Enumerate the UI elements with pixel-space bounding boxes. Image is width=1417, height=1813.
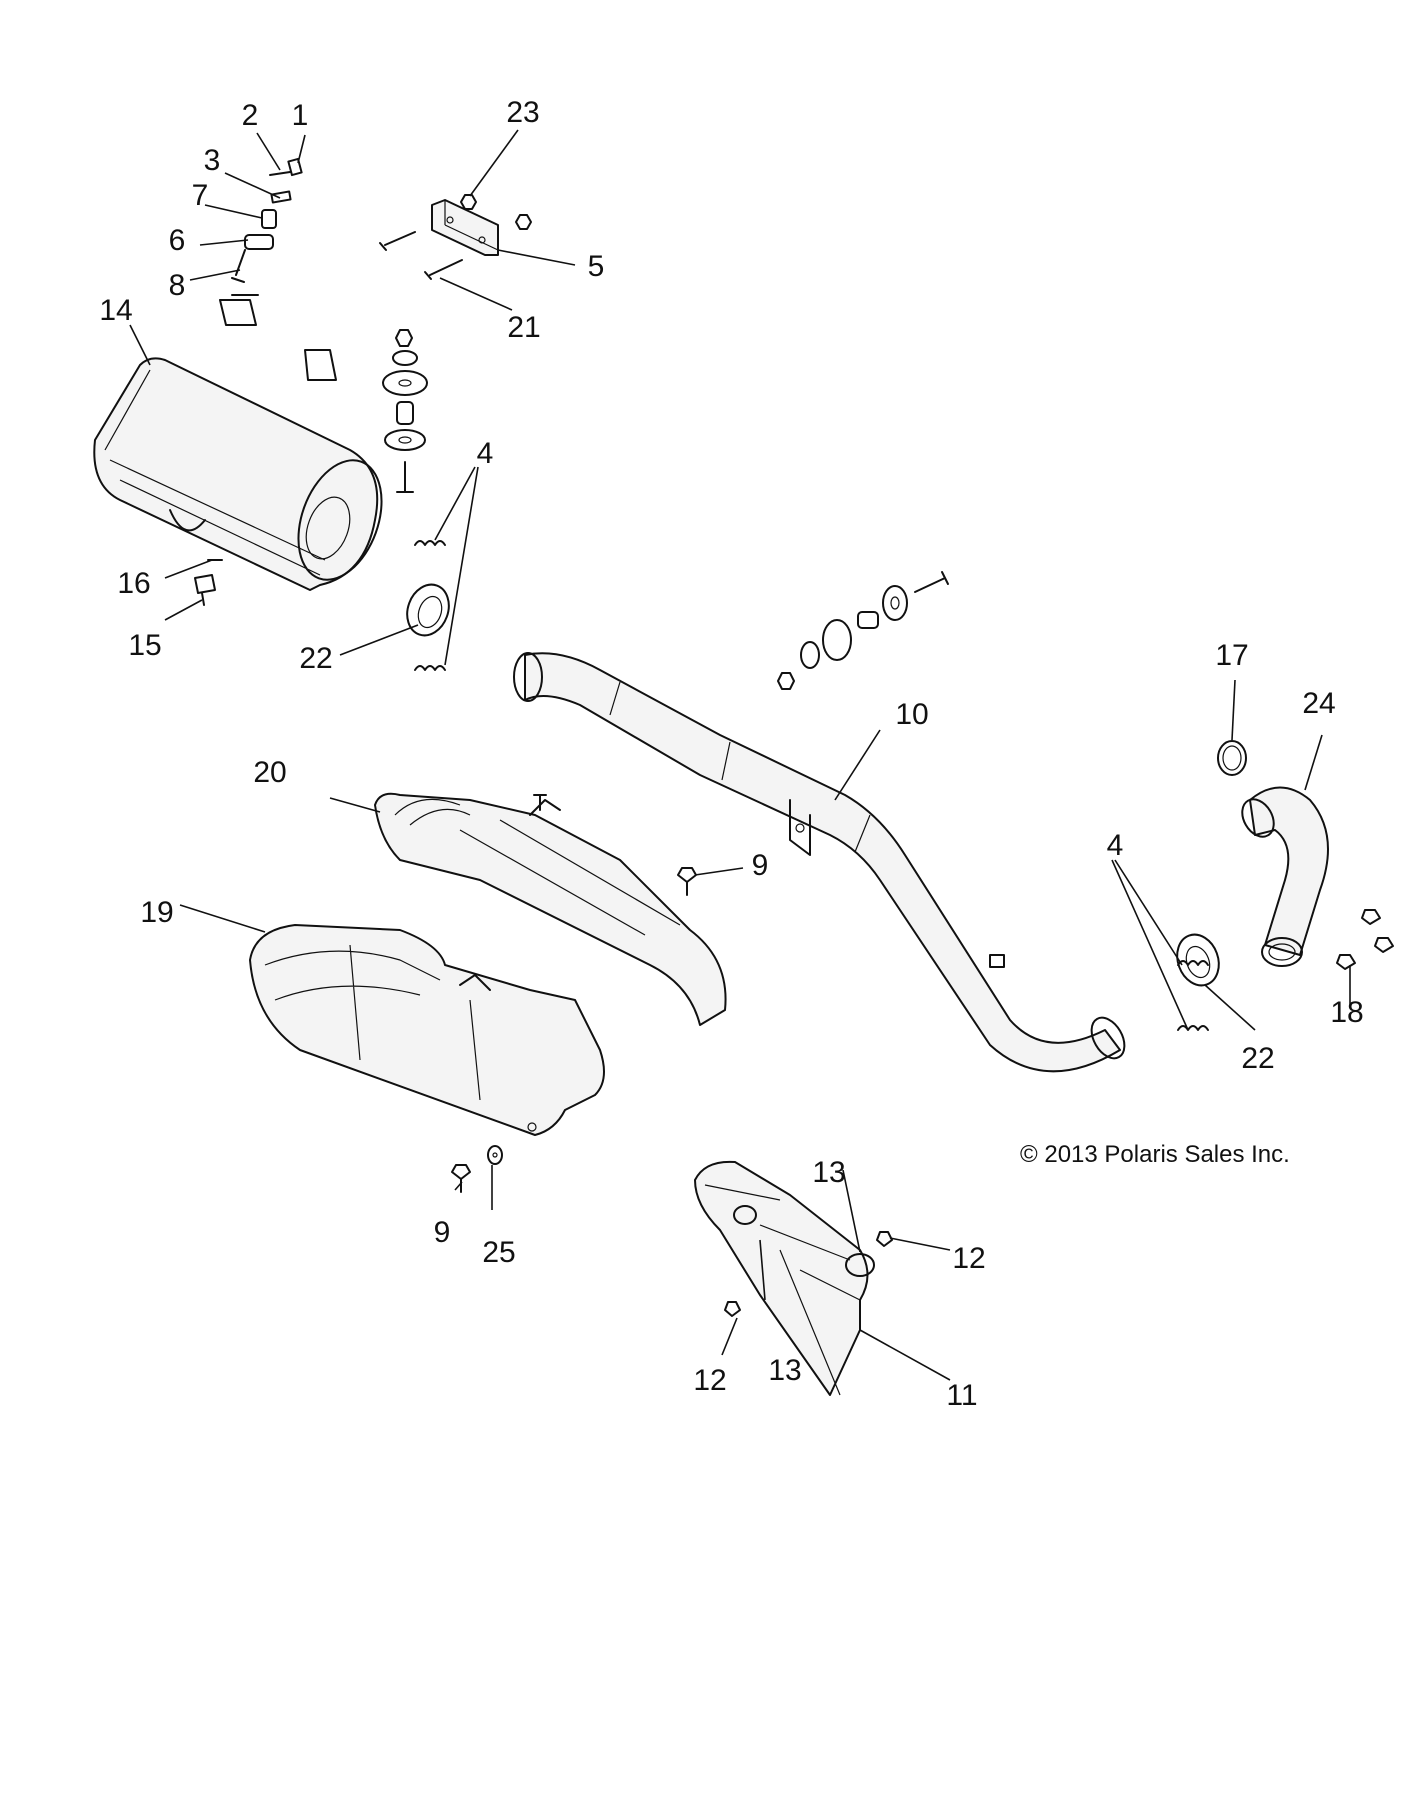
mount-stack-right [777, 571, 949, 690]
gasket-parts [406, 583, 1247, 987]
callout-13a: 13 [812, 1156, 845, 1189]
callout-15: 15 [128, 629, 161, 662]
callout-23: 23 [506, 96, 539, 129]
heat-shield-11 [694, 1160, 869, 1396]
callout-12a: 12 [952, 1242, 985, 1275]
muffler-part [93, 294, 383, 591]
callout-9b: 9 [434, 1216, 451, 1249]
leader-lines [129, 129, 1351, 1381]
head-pipe-part [513, 652, 1126, 1073]
callout-4b: 4 [1107, 829, 1124, 862]
callout-2: 2 [242, 99, 259, 132]
heat-shield-upper [374, 792, 727, 1026]
callout-12b: 12 [693, 1364, 726, 1397]
callout-24: 24 [1302, 687, 1335, 720]
small-fasteners [194, 559, 893, 1317]
callout-11: 11 [946, 1379, 977, 1412]
bracket-part [379, 194, 532, 280]
callout-21: 21 [507, 311, 540, 344]
callout-16: 16 [117, 567, 150, 600]
mount-stack-left [382, 329, 428, 493]
spring-parts [414, 540, 1209, 1031]
bolt-parts-18 [1336, 909, 1394, 970]
callout-22b: 22 [1241, 1042, 1274, 1075]
callout-10: 10 [895, 698, 928, 731]
copyright-text: © 2013 Polaris Sales Inc. [1020, 1141, 1290, 1168]
callout-labels: 1 2 3 7 6 8 23 5 21 14 4 16 15 22 20 19 … [99, 96, 1363, 1412]
callout-7: 7 [192, 179, 209, 212]
callout-6: 6 [169, 224, 186, 257]
callout-17: 17 [1215, 639, 1248, 672]
elbow-pipe-part [1241, 786, 1329, 967]
callout-8: 8 [169, 269, 186, 302]
callout-18: 18 [1330, 996, 1363, 1029]
top-left-hardware [231, 157, 303, 283]
callout-4a: 4 [477, 437, 494, 470]
callout-22a: 22 [299, 642, 332, 675]
callout-20: 20 [253, 756, 286, 789]
heat-shield-lower [249, 924, 605, 1136]
callout-25: 25 [482, 1236, 515, 1269]
callout-5: 5 [588, 250, 605, 283]
callout-13b: 13 [768, 1354, 801, 1387]
callout-14: 14 [99, 294, 132, 327]
callout-19: 19 [140, 896, 173, 929]
callout-9a: 9 [752, 849, 769, 882]
callout-3: 3 [204, 144, 221, 177]
callout-1: 1 [292, 99, 309, 132]
